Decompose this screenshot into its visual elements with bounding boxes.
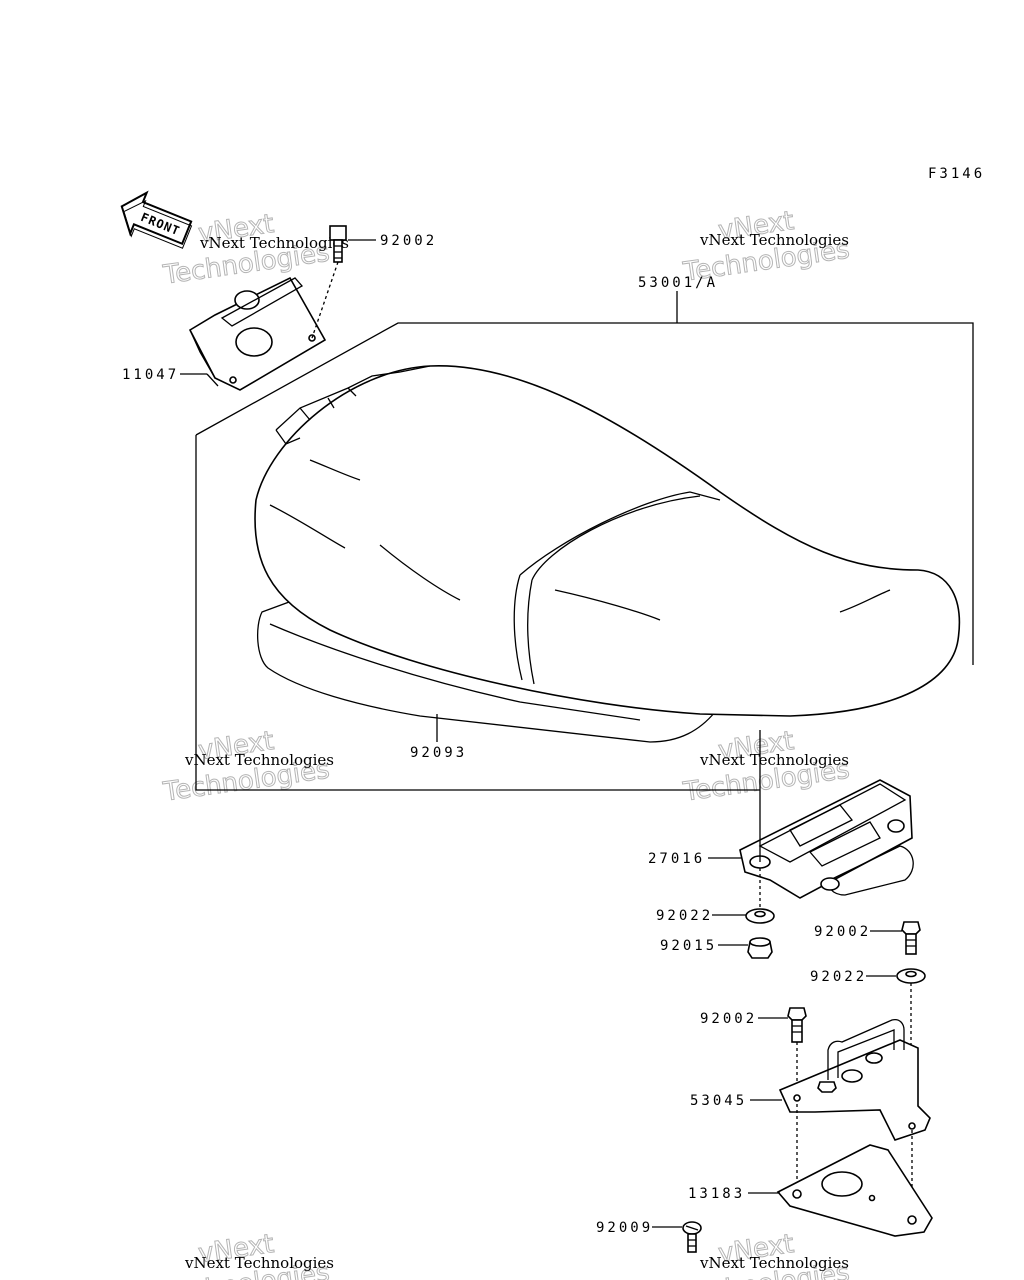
part-number-27016[interactable]: 27016 — [648, 851, 705, 867]
svg-text:vNext Technologies: vNext Technologies — [699, 751, 849, 769]
part-number-13183[interactable]: 13183 — [688, 1186, 745, 1202]
svg-text:vNext Technologies: vNext Technologies — [699, 1254, 849, 1272]
part-number-92009[interactable]: 92009 — [596, 1220, 653, 1236]
nut-92015 — [747, 937, 773, 959]
bolt-92002-top — [311, 225, 347, 339]
svg-text:vNext Technologies: vNext Technologies — [184, 751, 334, 769]
bracket-27016 — [739, 730, 914, 908]
part-number-92002-right[interactable]: 92002 — [814, 924, 871, 940]
assembly-box-53001-top — [195, 322, 974, 665]
front-arrow-icon: FRONT — [120, 190, 193, 249]
leader-lines — [180, 239, 902, 1228]
watermark: Technologies vNext vNext Technologies — [160, 726, 334, 809]
svg-text:vNext Technologies: vNext Technologies — [199, 234, 349, 252]
bolt-92002-right — [901, 921, 921, 955]
figure-code: F3146 — [928, 166, 985, 182]
bracket-53045 — [778, 1018, 931, 1212]
seat-53001 — [254, 365, 961, 743]
part-number-92015[interactable]: 92015 — [660, 938, 717, 954]
watermark: Technologies vNext vNext Technologies — [680, 1229, 852, 1280]
svg-text:vNext Technologies: vNext Technologies — [699, 231, 849, 249]
part-number-53001[interactable]: 53001/A — [638, 275, 718, 291]
svg-text:vNext Technologies: vNext Technologies — [184, 1254, 334, 1272]
part-number-92022-right[interactable]: 92022 — [810, 969, 867, 985]
part-number-92002-top[interactable]: 92002 — [380, 233, 437, 249]
part-number-92093[interactable]: 92093 — [410, 745, 467, 761]
part-number-53045[interactable]: 53045 — [690, 1093, 747, 1109]
part-number-11047[interactable]: 11047 — [122, 367, 179, 383]
screw-92009 — [682, 1221, 702, 1253]
assembly-box-53001 — [195, 435, 760, 791]
part-labels: 92002 53001/A 11047 92093 27016 92022 92… — [122, 233, 871, 1236]
plate-13183 — [776, 1144, 933, 1237]
watermark: Technologies vNext vNext Technologies — [160, 1229, 334, 1280]
part-number-92022-left[interactable]: 92022 — [656, 908, 713, 924]
watermark: Technologies vNext vNext Technologies — [680, 206, 852, 289]
bolt-92002-middle — [787, 1007, 807, 1090]
bracket-11047 — [188, 276, 327, 391]
watermark: Technologies vNext vNext Technologies — [680, 726, 852, 809]
seat-cushion — [254, 365, 961, 717]
part-number-92002-middle[interactable]: 92002 — [700, 1011, 757, 1027]
